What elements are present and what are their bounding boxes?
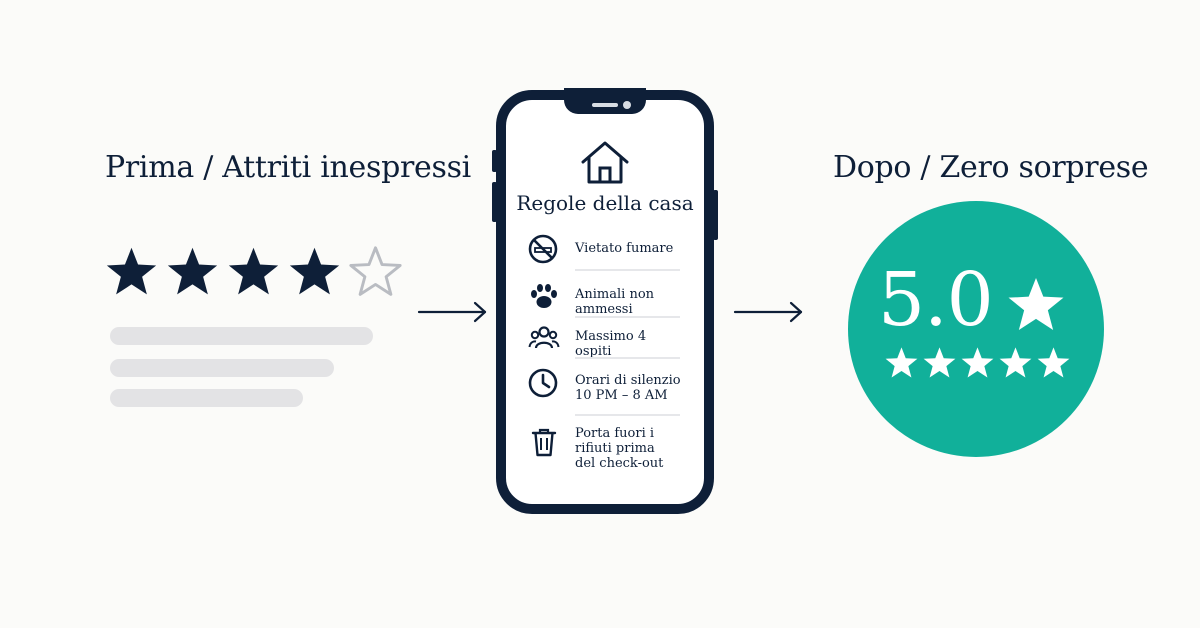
phone-side-button	[713, 190, 718, 240]
before-title: Prima / Attriti inespressi	[105, 150, 471, 185]
rule-text: Vietato fumare	[575, 241, 674, 256]
star-filled-icon	[106, 247, 157, 295]
star-filled-icon	[289, 247, 340, 295]
phone-side-button	[492, 182, 497, 222]
rule-divider	[575, 414, 680, 416]
rule-text: Porta fuori i rifiuti prima del check-ou…	[575, 426, 664, 471]
score-value: 5.0	[878, 257, 994, 343]
star-filled-icon	[923, 347, 956, 378]
paw-icon	[531, 284, 557, 308]
star-filled-icon	[961, 347, 994, 378]
review-placeholder-line	[110, 389, 303, 407]
star-filled-icon	[228, 247, 279, 295]
clock-icon	[528, 368, 558, 398]
star-filled-icon	[167, 247, 218, 295]
phone-camera	[623, 101, 631, 109]
arrow-right-icon	[417, 301, 487, 323]
house-icon	[581, 141, 629, 184]
trash-icon	[531, 428, 557, 457]
star-filled-icon	[885, 347, 918, 378]
star-icon	[1008, 278, 1064, 330]
house-rules-title: Regole della casa	[516, 191, 694, 215]
rule-divider	[575, 269, 680, 271]
phone-side-button	[492, 150, 497, 172]
guests-icon	[528, 326, 560, 349]
phone-speaker	[592, 103, 618, 107]
rule-text: Orari di silenzio 10 PM – 8 AM	[575, 373, 681, 403]
before-star-rating	[104, 246, 403, 298]
arrow-right-icon	[733, 301, 803, 323]
rule-text: Massimo 4 ospiti	[575, 329, 647, 359]
review-placeholder-line	[110, 359, 334, 377]
rule-divider	[575, 316, 680, 318]
star-filled-icon	[999, 347, 1032, 378]
phone-notch	[564, 88, 646, 114]
after-title: Dopo / Zero sorprese	[833, 150, 1149, 185]
score-badge	[848, 201, 1104, 457]
star-filled-icon	[1037, 347, 1070, 378]
rule-text: Animali non ammessi	[575, 287, 655, 317]
review-placeholder-line	[110, 327, 373, 345]
star-empty-icon	[349, 246, 402, 296]
no-smoking-icon	[528, 234, 558, 264]
after-star-rating	[884, 346, 1071, 380]
rule-divider	[575, 357, 680, 359]
phone-frame	[496, 90, 714, 514]
